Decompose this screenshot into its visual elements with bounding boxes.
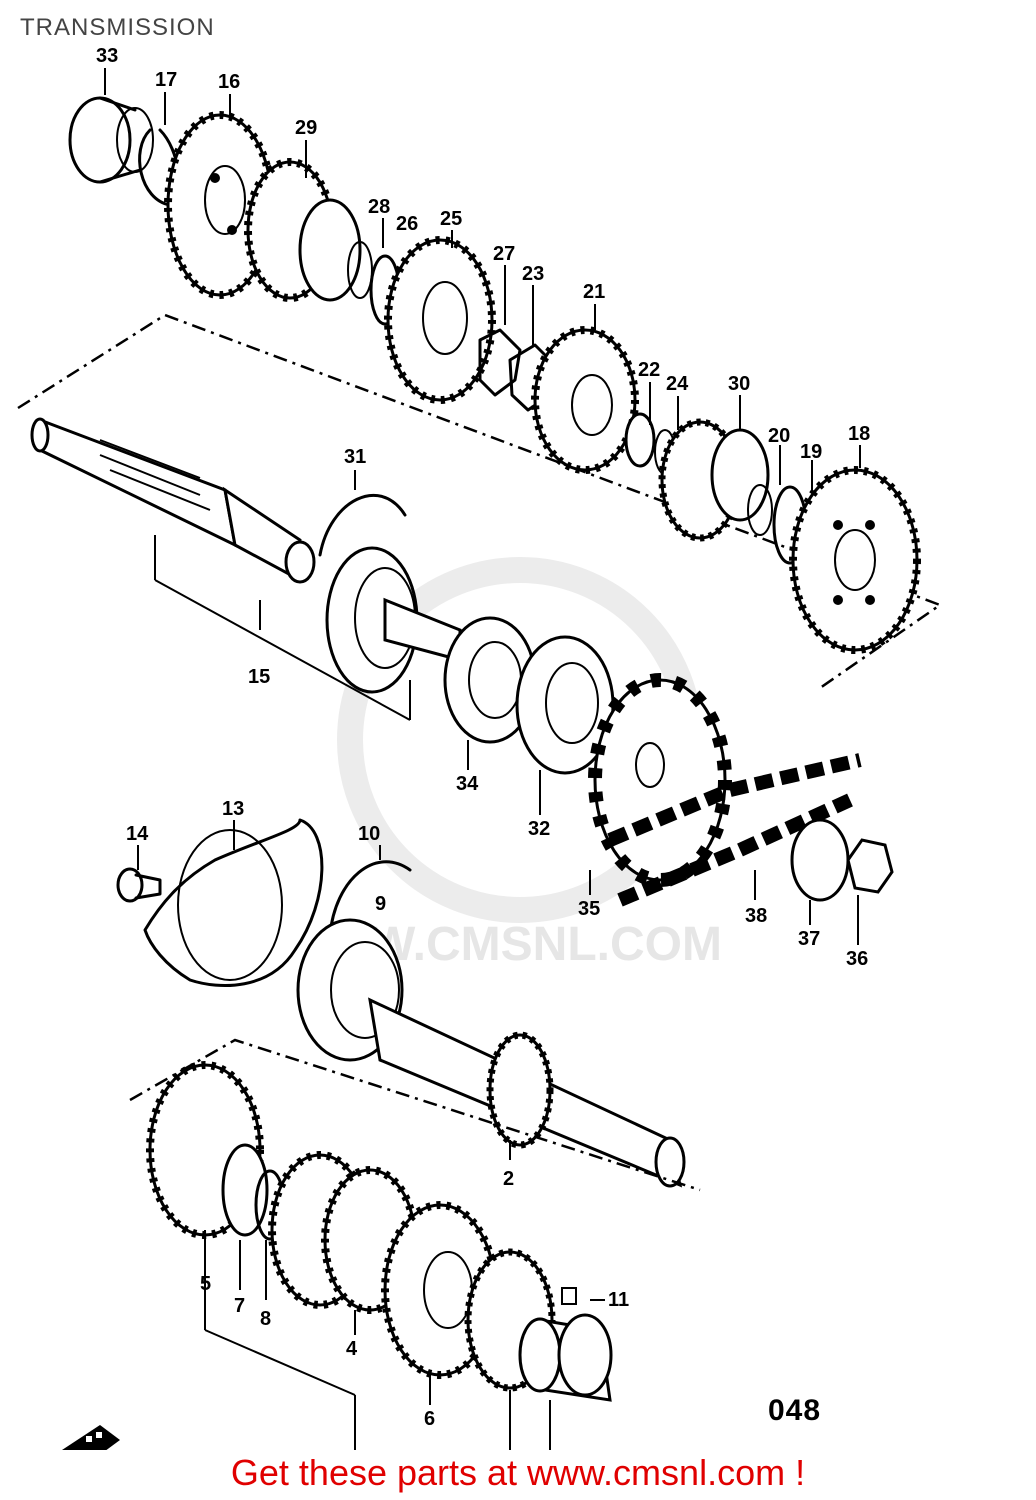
callout-11: 11 bbox=[608, 1289, 629, 1311]
bearing-retainer-13 bbox=[143, 818, 324, 988]
gear-25 bbox=[384, 236, 496, 404]
callout-5: 5 bbox=[200, 1273, 211, 1295]
callout-27: 27 bbox=[493, 243, 515, 265]
callout-19: 19 bbox=[800, 441, 822, 463]
callout-29: 29 bbox=[295, 117, 317, 139]
circlip-10 bbox=[328, 860, 412, 937]
front-arrow-icon bbox=[62, 1425, 120, 1450]
callout-28: 28 bbox=[368, 196, 390, 218]
callout-21: 21 bbox=[583, 281, 605, 303]
driveshaft-2 bbox=[368, 997, 686, 1188]
callout-26: 26 bbox=[396, 213, 418, 235]
callout-18: 18 bbox=[848, 423, 870, 445]
callout-6: 6 bbox=[424, 1408, 435, 1430]
callout-30: 30 bbox=[728, 373, 750, 395]
sprocket-35 bbox=[588, 673, 732, 887]
callout-34: 34 bbox=[456, 773, 479, 795]
gear-29 bbox=[244, 158, 362, 302]
gear-30 bbox=[658, 418, 770, 542]
callout-16: 16 bbox=[218, 71, 240, 93]
drive-chain-38 bbox=[607, 753, 862, 907]
gear-18 bbox=[789, 466, 921, 654]
washer-27 bbox=[478, 328, 522, 397]
callout-37: 37 bbox=[798, 928, 820, 950]
washer-20 bbox=[747, 484, 773, 536]
watermark-text: W.CMSNL.COM bbox=[370, 918, 722, 971]
callout-13: 13 bbox=[222, 798, 244, 820]
driveshaft-enclosure bbox=[129, 1038, 701, 1192]
callout-22: 22 bbox=[638, 359, 660, 381]
exploded-parts-diagram: W.CMSNL.COM bbox=[17, 45, 943, 1450]
gear-21 bbox=[531, 326, 639, 474]
callout-36: 36 bbox=[846, 948, 868, 970]
callout-14: 14 bbox=[126, 823, 149, 845]
callout-17: 17 bbox=[155, 69, 177, 91]
countershaft-enclosure bbox=[17, 313, 943, 690]
lock-washer-37 bbox=[790, 818, 850, 902]
callout-15: 15 bbox=[248, 666, 270, 688]
needle-bearing-11 bbox=[518, 1287, 613, 1402]
countershaft-15 bbox=[30, 417, 316, 584]
washer-7 bbox=[221, 1143, 269, 1237]
callout-25: 25 bbox=[440, 208, 462, 230]
callout-7: 7 bbox=[234, 1295, 245, 1317]
callout-35: 35 bbox=[578, 898, 600, 920]
footer-link[interactable]: Get these parts at www.cmsnl.com ! bbox=[230, 1452, 806, 1493]
circlip-31 bbox=[318, 494, 407, 557]
washer-28 bbox=[347, 241, 373, 299]
callout-20: 20 bbox=[768, 425, 790, 447]
callout-38: 38 bbox=[745, 905, 767, 927]
callout-8: 8 bbox=[260, 1308, 271, 1330]
callout-23: 23 bbox=[522, 263, 544, 285]
callout-2: 2 bbox=[503, 1168, 514, 1190]
callout-4: 4 bbox=[346, 1338, 358, 1360]
diagram-title: TRANSMISSION bbox=[20, 14, 215, 41]
leader-lines bbox=[104, 68, 861, 1450]
callout-33: 33 bbox=[96, 45, 118, 67]
bearing-33 bbox=[68, 96, 154, 184]
callout-10: 10 bbox=[358, 823, 380, 845]
bushing-22 bbox=[624, 412, 656, 468]
nut-36 bbox=[846, 838, 894, 894]
diagram-code: 048 bbox=[768, 1394, 821, 1427]
callout-labels: 33 17 16 29 28 26 25 27 23 21 22 24 30 2… bbox=[96, 45, 870, 1430]
bolt-14 bbox=[116, 867, 162, 903]
callout-31: 31 bbox=[344, 446, 366, 468]
countershaft-bearing bbox=[325, 546, 462, 694]
callout-9: 9 bbox=[375, 893, 386, 915]
callout-32: 32 bbox=[528, 818, 550, 840]
callout-24: 24 bbox=[666, 373, 689, 395]
